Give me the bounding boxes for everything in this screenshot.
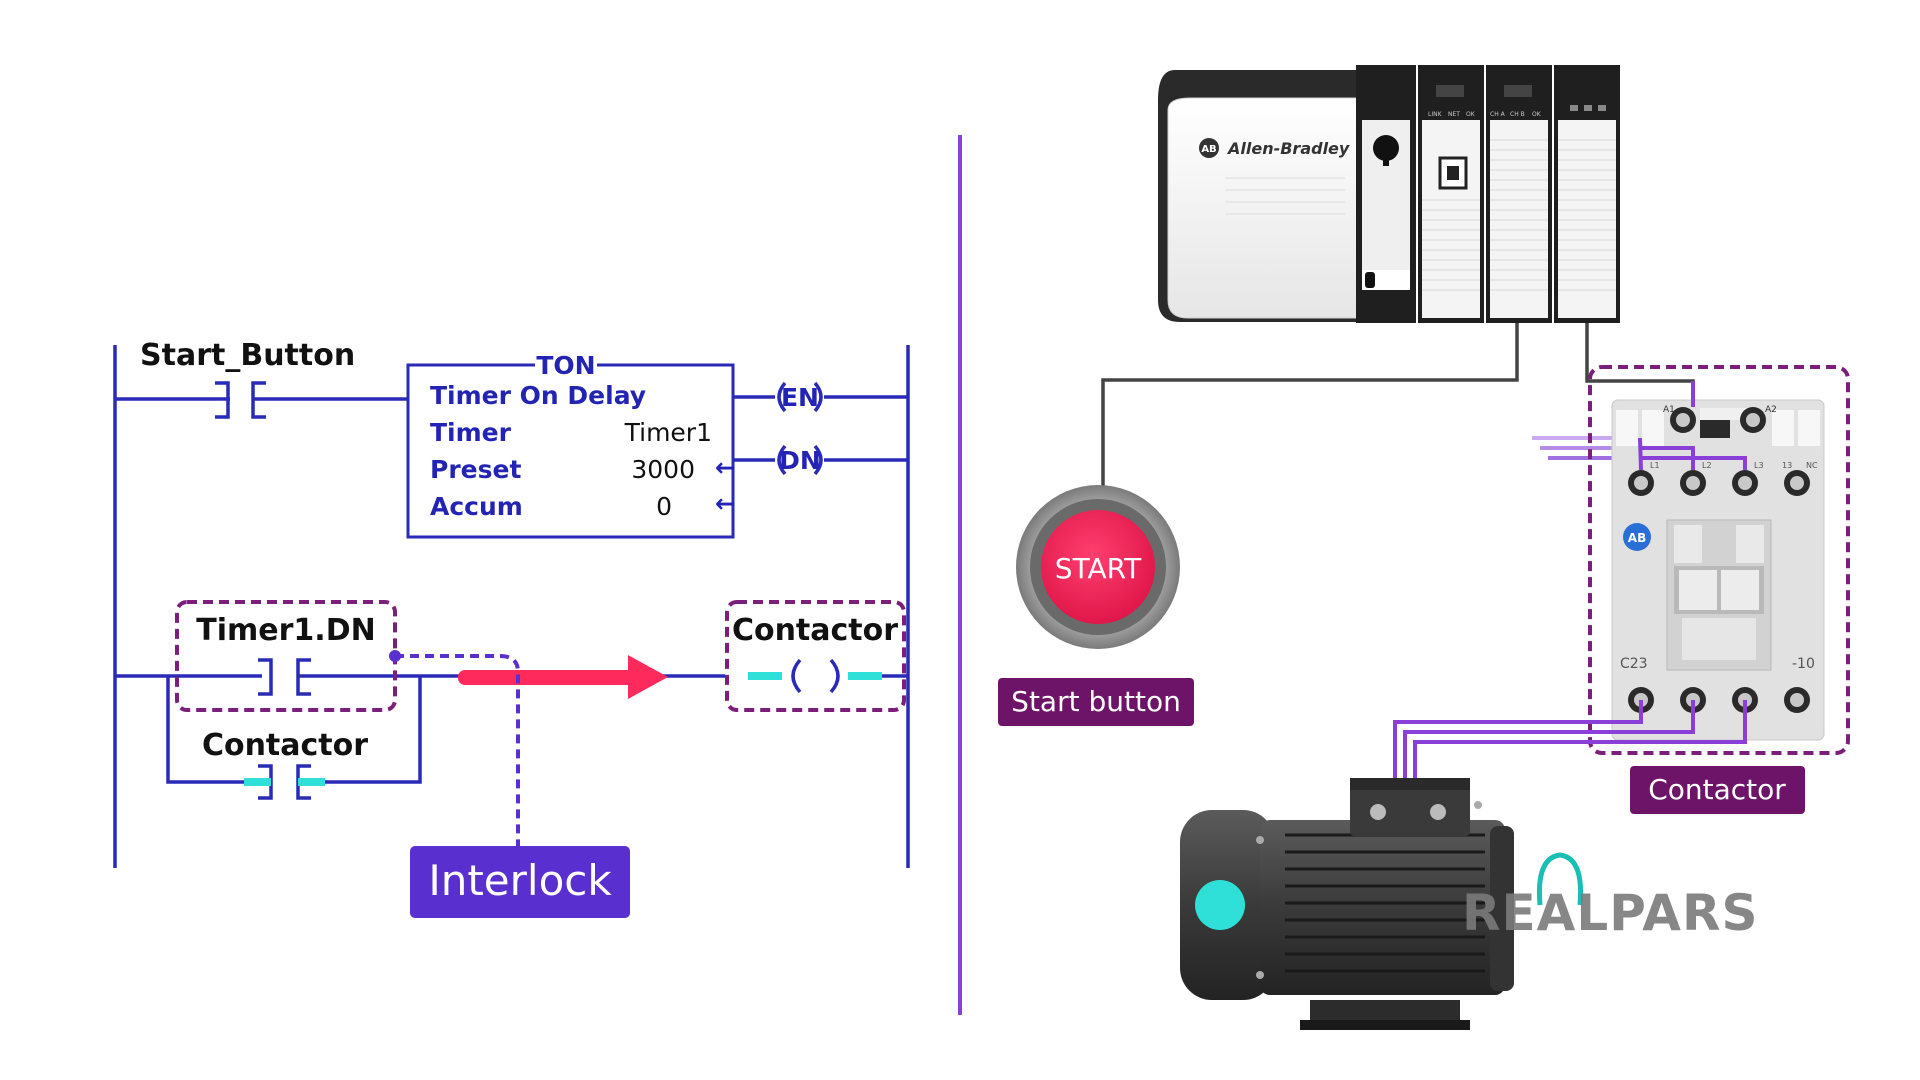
start-button-badge: Start button — [998, 678, 1194, 726]
svg-text:A1: A1 — [1663, 405, 1675, 415]
contactor-device: A1 A2 L1 L2 L3 13 NC — [1588, 365, 1850, 755]
contactor-model-text: C23 — [1620, 656, 1648, 672]
timer1-dn-label: Timer1.DN — [196, 613, 375, 648]
ton-block-title: TON — [536, 351, 595, 380]
contactor-coil-highlight — [725, 600, 906, 712]
ton-block-subtitle: Timer On Delay — [430, 381, 646, 410]
dn-output-coil: DN — [733, 444, 908, 476]
svg-text:CH A: CH A — [1490, 111, 1506, 118]
svg-text:L2: L2 — [1702, 461, 1712, 470]
contactor-badge: Contactor — [1630, 766, 1805, 814]
electric-motor — [1180, 778, 1584, 1030]
svg-text:13: 13 — [1782, 461, 1792, 470]
ton-row-preset-arrow: ← — [715, 453, 736, 482]
svg-text:L3: L3 — [1754, 461, 1764, 470]
interlock-badge: Interlock — [410, 846, 630, 918]
contactor-highlight — [1588, 365, 1850, 755]
svg-text:OK: OK — [1532, 111, 1542, 118]
plc-to-start-button-wire — [1101, 315, 1519, 490]
interlock-label: Interlock — [428, 856, 612, 905]
hardware-diagram: AB Allen-Bradley — [998, 65, 1850, 1030]
io-module-2 — [1486, 65, 1552, 323]
contactor-suffix-text: -10 — [1792, 656, 1815, 672]
en-coil-label: EN — [781, 383, 819, 412]
interlock-connector — [395, 654, 520, 848]
en-output-coil: EN — [733, 381, 908, 413]
contactor-coil-terminals — [1670, 407, 1766, 433]
realpars-watermark: REALPARS — [1462, 884, 1758, 942]
rung-1: Start_Button TON Timer On Delay Timer Ti… — [115, 338, 908, 539]
ton-row-preset-value: 3000 — [631, 455, 695, 484]
svg-text:OK: OK — [1466, 111, 1476, 118]
contactor-line-terminals — [1628, 470, 1810, 496]
contactor-seal-in-contact — [244, 764, 325, 800]
io-module-1 — [1418, 65, 1484, 323]
module-status-labels: LINK NET OK CH A CH B OK — [1428, 111, 1542, 118]
svg-text:NC: NC — [1806, 461, 1818, 470]
ton-row-accum-arrow: ← — [715, 489, 736, 518]
dn-coil-label: DN — [779, 446, 821, 475]
start-push-button: START — [1016, 485, 1180, 649]
svg-text:NET: NET — [1448, 111, 1460, 118]
rung-2: Contactor Timer1.DN Contactor — [115, 600, 908, 918]
ladder-diagram: Start_Button TON Timer On Delay Timer Ti… — [113, 338, 910, 918]
plc-rack: AB Allen-Bradley — [1158, 65, 1620, 323]
ton-row-accum-label: Accum — [430, 492, 523, 521]
ab-logo-text: AB — [1201, 144, 1216, 155]
io-module-3 — [1554, 65, 1620, 323]
ton-block: TON Timer On Delay Timer Timer1 Preset 3… — [406, 351, 736, 539]
start-button-face-text: START — [1055, 552, 1142, 585]
motor-wires — [1393, 700, 1747, 778]
contactor-output-coil: Contactor — [725, 600, 908, 712]
ton-row-timer-label: Timer — [430, 418, 512, 447]
start-button-contact-label: Start_Button — [140, 338, 355, 373]
start-button-badge-label: Start button — [1011, 685, 1181, 718]
svg-text:CH B: CH B — [1510, 111, 1525, 118]
ab-logo — [1199, 138, 1219, 158]
contactor-badge-label: Contactor — [1648, 773, 1786, 806]
svg-text:LINK: LINK — [1428, 111, 1443, 118]
svg-text:L1: L1 — [1650, 461, 1660, 470]
svg-text:A2: A2 — [1765, 405, 1777, 415]
plc-brand-text: Allen-Bradley — [1226, 139, 1350, 158]
contactor-coil-label: Contactor — [732, 613, 898, 648]
contactor-branch-label: Contactor — [202, 728, 368, 763]
ton-row-accum-value: 0 — [656, 492, 672, 521]
signal-arrow — [458, 655, 668, 699]
ton-row-timer-value: Timer1 — [624, 418, 712, 447]
motor-fan-cap — [1195, 880, 1245, 930]
svg-text:AB: AB — [1628, 531, 1646, 545]
ton-row-preset-label: Preset — [430, 455, 521, 484]
